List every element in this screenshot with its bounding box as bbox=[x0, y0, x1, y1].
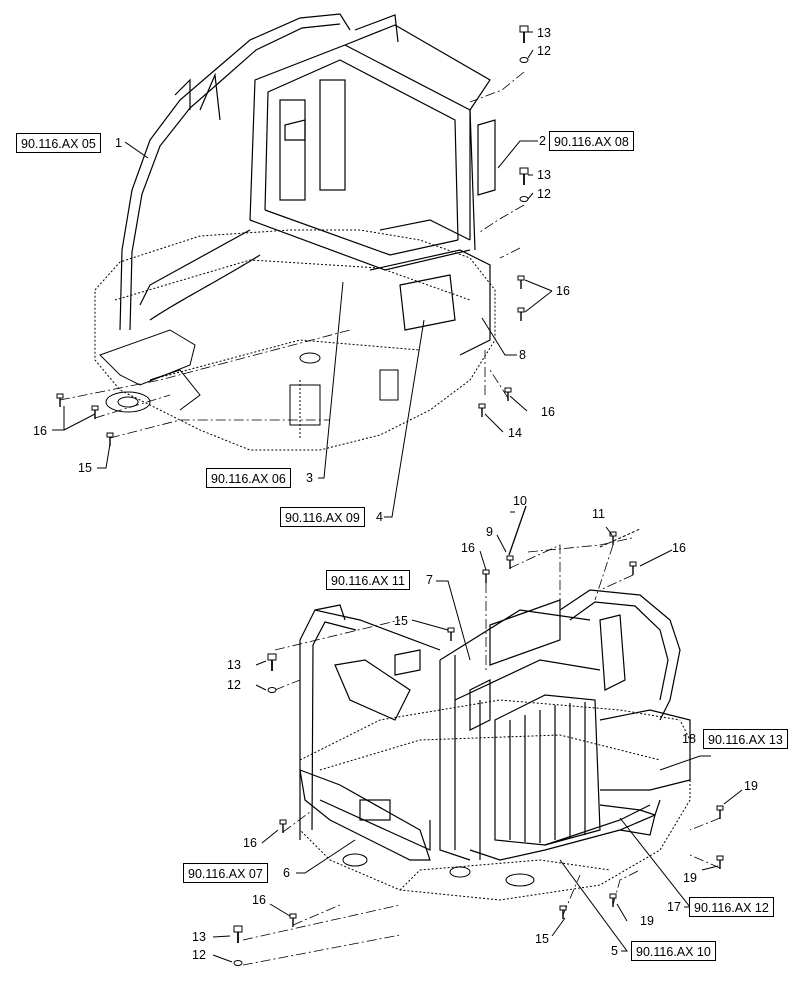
reference-box-90-116-ax-12[interactable]: 90.116.AX 12 bbox=[689, 897, 774, 917]
callout-10: 10 bbox=[513, 494, 527, 508]
callout-5: 5 bbox=[611, 944, 618, 958]
callout-12-lower-left: 12 bbox=[227, 678, 241, 692]
reference-box-90-116-ax-09[interactable]: 90.116.AX 09 bbox=[280, 507, 365, 527]
lower-frame-cab-mount bbox=[299, 589, 691, 861]
reference-box-90-116-ax-07[interactable]: 90.116.AX 07 bbox=[183, 863, 268, 883]
callout-12-lower-bottom: 12 bbox=[192, 948, 206, 962]
callout-9: 9 bbox=[486, 525, 493, 539]
callout-3: 3 bbox=[306, 471, 313, 485]
callout-16-lower-center: 16 bbox=[461, 541, 475, 555]
callout-13-upper-b: 13 bbox=[537, 168, 551, 182]
reference-box-90-116-ax-13[interactable]: 90.116.AX 13 bbox=[703, 729, 788, 749]
reference-box-90-116-ax-05[interactable]: 90.116.AX 05 bbox=[16, 133, 101, 153]
callout-16-lower-left: 16 bbox=[243, 836, 257, 850]
reference-box-90-116-ax-06[interactable]: 90.116.AX 06 bbox=[206, 468, 291, 488]
assembly-centerlines bbox=[59, 71, 721, 966]
callout-11: 11 bbox=[592, 507, 605, 521]
callout-19-right-lower: 19 bbox=[683, 871, 697, 885]
callout-19-bottom: 19 bbox=[640, 914, 654, 928]
hardware-fasteners bbox=[56, 25, 724, 966]
callout-1: 1 bbox=[115, 136, 122, 150]
callout-16-lower-right: 16 bbox=[672, 541, 686, 555]
callout-8: 8 bbox=[519, 348, 526, 362]
callout-4: 4 bbox=[376, 510, 383, 524]
callout-16-lower-bottom: 16 bbox=[252, 893, 266, 907]
callout-16-upper-right: 16 bbox=[556, 284, 570, 298]
callout-13-lower-bottom: 13 bbox=[192, 930, 206, 944]
reference-box-90-116-ax-08[interactable]: 90.116.AX 08 bbox=[549, 131, 634, 151]
reference-box-90-116-ax-11[interactable]: 90.116.AX 11 bbox=[326, 570, 410, 590]
callout-19-right-upper: 19 bbox=[744, 779, 758, 793]
callout-15-upper-left: 15 bbox=[78, 461, 92, 475]
callout-12-upper-b: 12 bbox=[537, 187, 551, 201]
callout-12-upper-a: 12 bbox=[537, 44, 551, 58]
callout-13-upper-a: 13 bbox=[537, 26, 551, 40]
callout-18: 18 bbox=[682, 732, 696, 746]
upper-frame-cab-mount bbox=[119, 13, 496, 356]
callout-13-lower-left: 13 bbox=[227, 658, 241, 672]
callout-6: 6 bbox=[283, 866, 290, 880]
callout-15-lower-center: 15 bbox=[394, 614, 408, 628]
callout-15-lower-bottom: 15 bbox=[535, 932, 549, 946]
callout-16-upper-right-lower: 16 bbox=[541, 405, 555, 419]
callout-16-upper-left: 16 bbox=[33, 424, 47, 438]
lower-frame-base bbox=[299, 699, 691, 901]
callout-17: 17 bbox=[667, 900, 681, 914]
callout-14: 14 bbox=[508, 426, 522, 440]
reference-box-90-116-ax-10[interactable]: 90.116.AX 10 bbox=[631, 941, 716, 961]
callout-7: 7 bbox=[426, 573, 433, 587]
callout-2: 2 bbox=[539, 134, 546, 148]
upper-frame-base bbox=[94, 229, 496, 451]
leader-lines bbox=[52, 31, 743, 963]
